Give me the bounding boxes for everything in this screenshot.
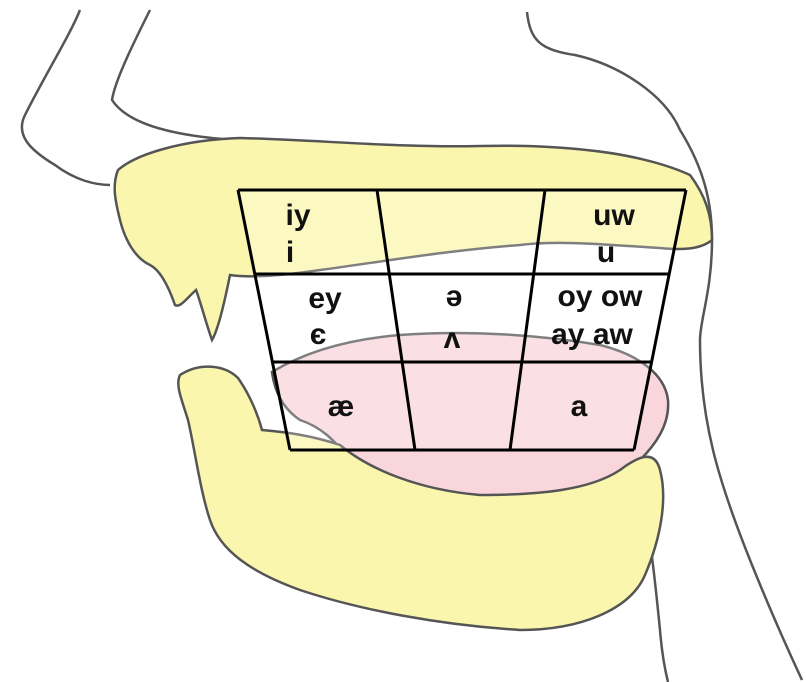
vowel-label: є [310,318,327,351]
vowel-label: ey [308,282,342,315]
vowel-label: iy [285,199,310,232]
vowel-label: a [571,390,588,423]
vowel-label: ay aw [551,318,633,351]
vowel-label: ə [446,280,463,313]
vowel-label: oy ow [557,280,643,313]
face-profile-outline [22,10,110,185]
vowel-label: æ [328,390,355,423]
vowel-label: u [597,236,615,269]
vowel-label: uw [593,199,635,232]
vowel-label: i [286,236,294,269]
vowel-label: ʌ [444,322,461,355]
